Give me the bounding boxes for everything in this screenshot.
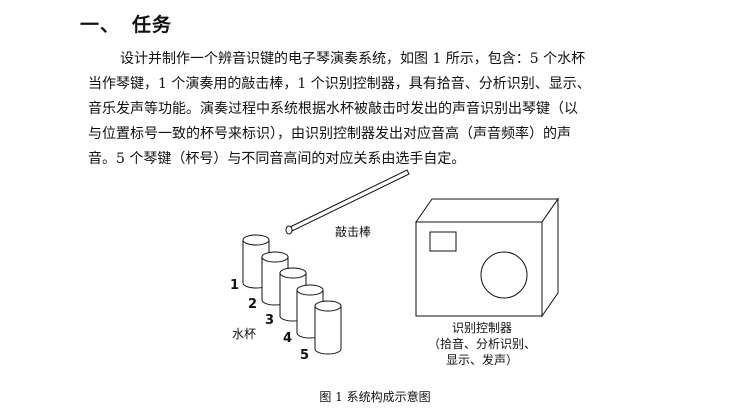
paragraph-line: 设计并制作一个辨音识键的电子琴演奏系统，如图 1 所示，包含：5 个水杯 <box>120 51 586 67</box>
section-heading: 一、任务 <box>80 10 172 37</box>
controller-speaker <box>480 251 528 299</box>
cups-label: 水杯 <box>232 327 256 341</box>
task-paragraph: 设计并制作一个辨音识键的电子琴演奏系统，如图 1 所示，包含：5 个水杯 当作琴… <box>88 47 668 172</box>
water-cups <box>242 234 342 355</box>
controller-label: 识别控制器 <box>452 321 512 335</box>
cup-number: 5 <box>300 348 309 363</box>
striking-stick <box>285 169 410 235</box>
controller-functions: 显示、发声） <box>446 352 518 367</box>
paragraph-line: 当作琴键，1 个演奏用的敲击棒，1 个识别控制器，具有拾音、分析识别、显示、 <box>88 76 591 92</box>
section-title: 任务 <box>132 14 173 36</box>
paragraph-line: 音乐发声等功能。演奏过程中系统根据水杯被敲击时发出的声音识别出琴键（以 <box>88 101 578 117</box>
cup-number: 4 <box>283 331 292 346</box>
section-number: 一、 <box>80 14 121 36</box>
stick-label: 敲击棒 <box>335 224 371 239</box>
paragraph-line: 音。5 个琴键（杯号）与不同音高间的对应关系由选手自定。 <box>88 151 466 167</box>
cup-5 <box>314 300 342 355</box>
recognition-controller <box>415 197 559 318</box>
figure-caption: 图 1 系统构成示意图 <box>319 390 431 404</box>
cup-number: 2 <box>248 297 257 312</box>
controller-functions: （拾音、分析识别、 <box>428 336 536 351</box>
controller-display <box>429 231 457 252</box>
cup-number: 3 <box>265 313 274 328</box>
cup-number: 1 <box>230 278 239 293</box>
paragraph-line: 与位置标号一致的杯号来标识），由识别控制器发出对应音高（声音频率）的声 <box>88 126 571 142</box>
